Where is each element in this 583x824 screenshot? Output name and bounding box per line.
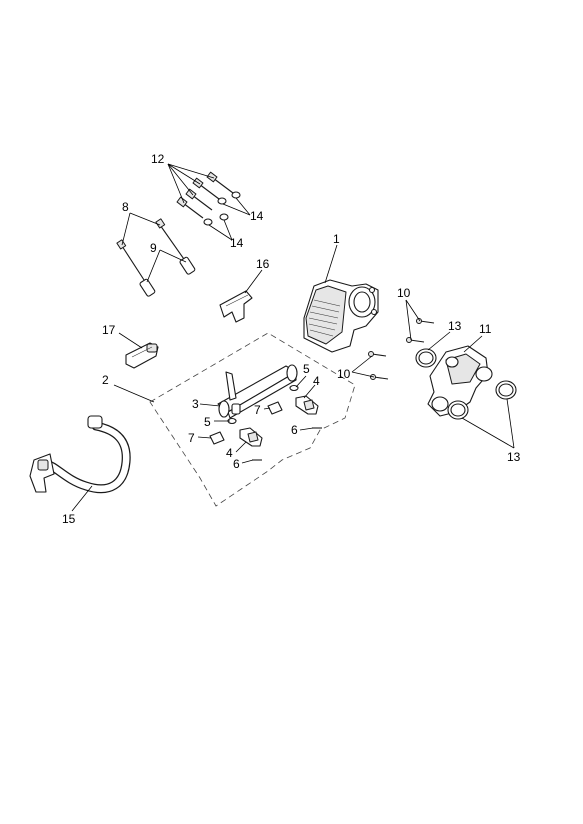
callout-1: 1 — [333, 232, 340, 246]
callout-10b: 10 — [337, 367, 351, 381]
callout-6b: 6 — [233, 457, 240, 471]
long-bolt-set-8 — [116, 218, 187, 284]
bolt-set-10 — [368, 318, 435, 380]
washer-set-14 — [203, 191, 241, 226]
callout-13a: 13 — [448, 319, 462, 333]
manifold-11 — [427, 345, 493, 417]
fuel-rail-group-outline — [149, 332, 356, 507]
callout-5b: 5 — [204, 415, 211, 429]
sensor-17 — [125, 342, 159, 369]
bracket-16 — [219, 290, 253, 323]
fuel-rail-3 — [217, 364, 298, 419]
callout-6a: 6 — [291, 423, 298, 437]
callout-3: 3 — [192, 397, 199, 411]
callout-4a: 4 — [313, 374, 320, 388]
fuel-hose-15 — [29, 415, 131, 494]
callout-17: 17 — [102, 323, 116, 337]
callout-13b: 13 — [507, 450, 521, 464]
callout-11: 11 — [479, 322, 492, 336]
callout-9: 9 — [150, 241, 157, 255]
injector-4-lower — [239, 427, 263, 447]
injector-4-upper — [295, 395, 319, 415]
leader-lines — [71, 163, 515, 512]
bolt-set-12 — [176, 171, 234, 219]
callout-15: 15 — [62, 512, 76, 526]
callout-8: 8 — [122, 200, 129, 214]
seal-set-6 — [252, 427, 322, 461]
callout-5a: 5 — [303, 362, 310, 376]
throttle-body-1 — [303, 279, 379, 353]
callout-14b: 14 — [230, 236, 244, 250]
callout-7a: 7 — [254, 403, 261, 417]
callout-7b: 7 — [188, 431, 195, 445]
callout-4b: 4 — [226, 446, 233, 460]
clip-set-7 — [209, 401, 283, 445]
callout-10a: 10 — [397, 286, 411, 300]
callout-12: 12 — [151, 152, 165, 166]
callout-14a: 14 — [250, 209, 264, 223]
callout-labels: 1 2 3 4 4 5 5 6 6 7 7 8 9 10 10 11 12 13… — [62, 152, 521, 526]
o-ring-set-13 — [415, 348, 517, 420]
callout-16: 16 — [256, 257, 270, 271]
sleeve-set-9 — [139, 256, 196, 297]
callout-2: 2 — [102, 373, 109, 387]
